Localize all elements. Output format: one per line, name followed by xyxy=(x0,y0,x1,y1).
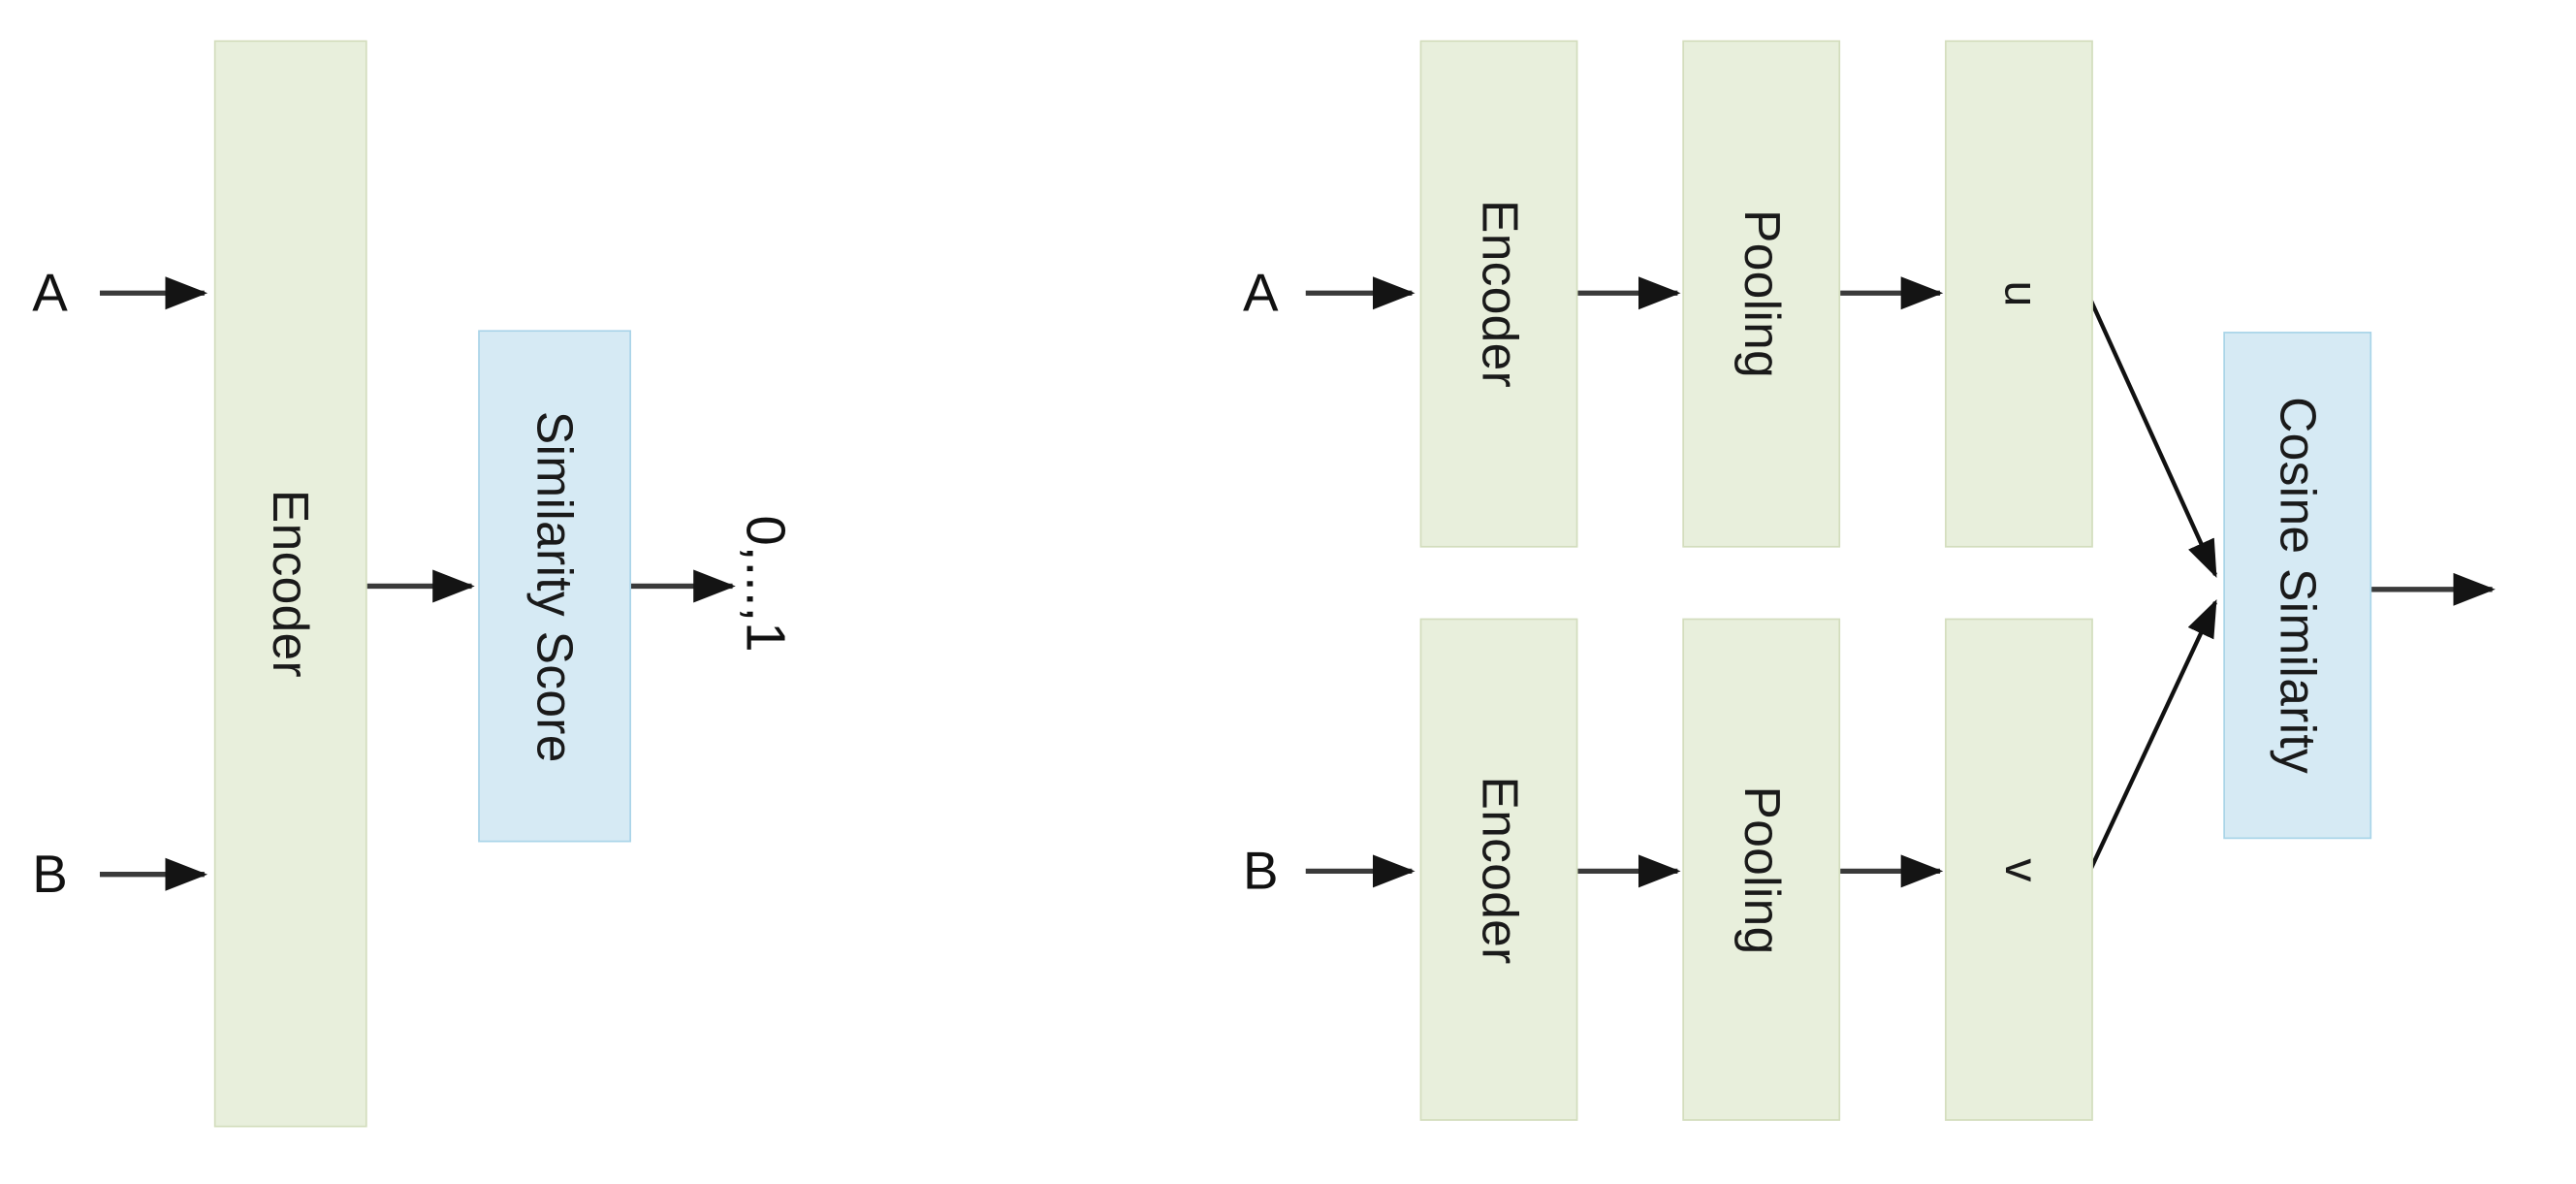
input-label-a-left: A xyxy=(32,262,68,323)
block-label: Encoder xyxy=(1470,200,1528,389)
block-label: Cosine Similarity xyxy=(2269,397,2326,775)
block-label: v xyxy=(1993,857,2046,881)
input-label-b-left: B xyxy=(32,844,68,904)
arrow-u-to-cosine xyxy=(2087,297,2217,578)
block-embedding-u[interactable]: u xyxy=(1945,40,2093,548)
block-pooling-bottom[interactable]: Pooling xyxy=(1682,618,1841,1121)
block-encoder-top[interactable]: Encoder xyxy=(1419,40,1578,548)
block-label: Encoder xyxy=(1470,775,1528,964)
block-encoder-bottom[interactable]: Encoder xyxy=(1419,618,1578,1121)
block-label: Encoder xyxy=(262,489,319,679)
arrow-v-to-cosine xyxy=(2087,598,2217,873)
block-label: Similarity Score xyxy=(526,410,584,762)
block-embedding-v[interactable]: v xyxy=(1945,618,2093,1121)
block-label: u xyxy=(1993,280,2046,307)
input-label-a-right: A xyxy=(1243,262,1279,323)
output-label-left: 0,...,1 xyxy=(734,515,796,653)
block-pooling-top[interactable]: Pooling xyxy=(1682,40,1841,548)
block-label: Pooling xyxy=(1733,209,1790,379)
block-similarity-score[interactable]: Similarity Score xyxy=(478,330,631,843)
block-cosine-similarity[interactable]: Cosine Similarity xyxy=(2223,332,2372,840)
block-label: Pooling xyxy=(1733,784,1790,954)
block-encoder-left[interactable]: Encoder xyxy=(213,40,367,1128)
input-label-b-right: B xyxy=(1243,840,1279,901)
